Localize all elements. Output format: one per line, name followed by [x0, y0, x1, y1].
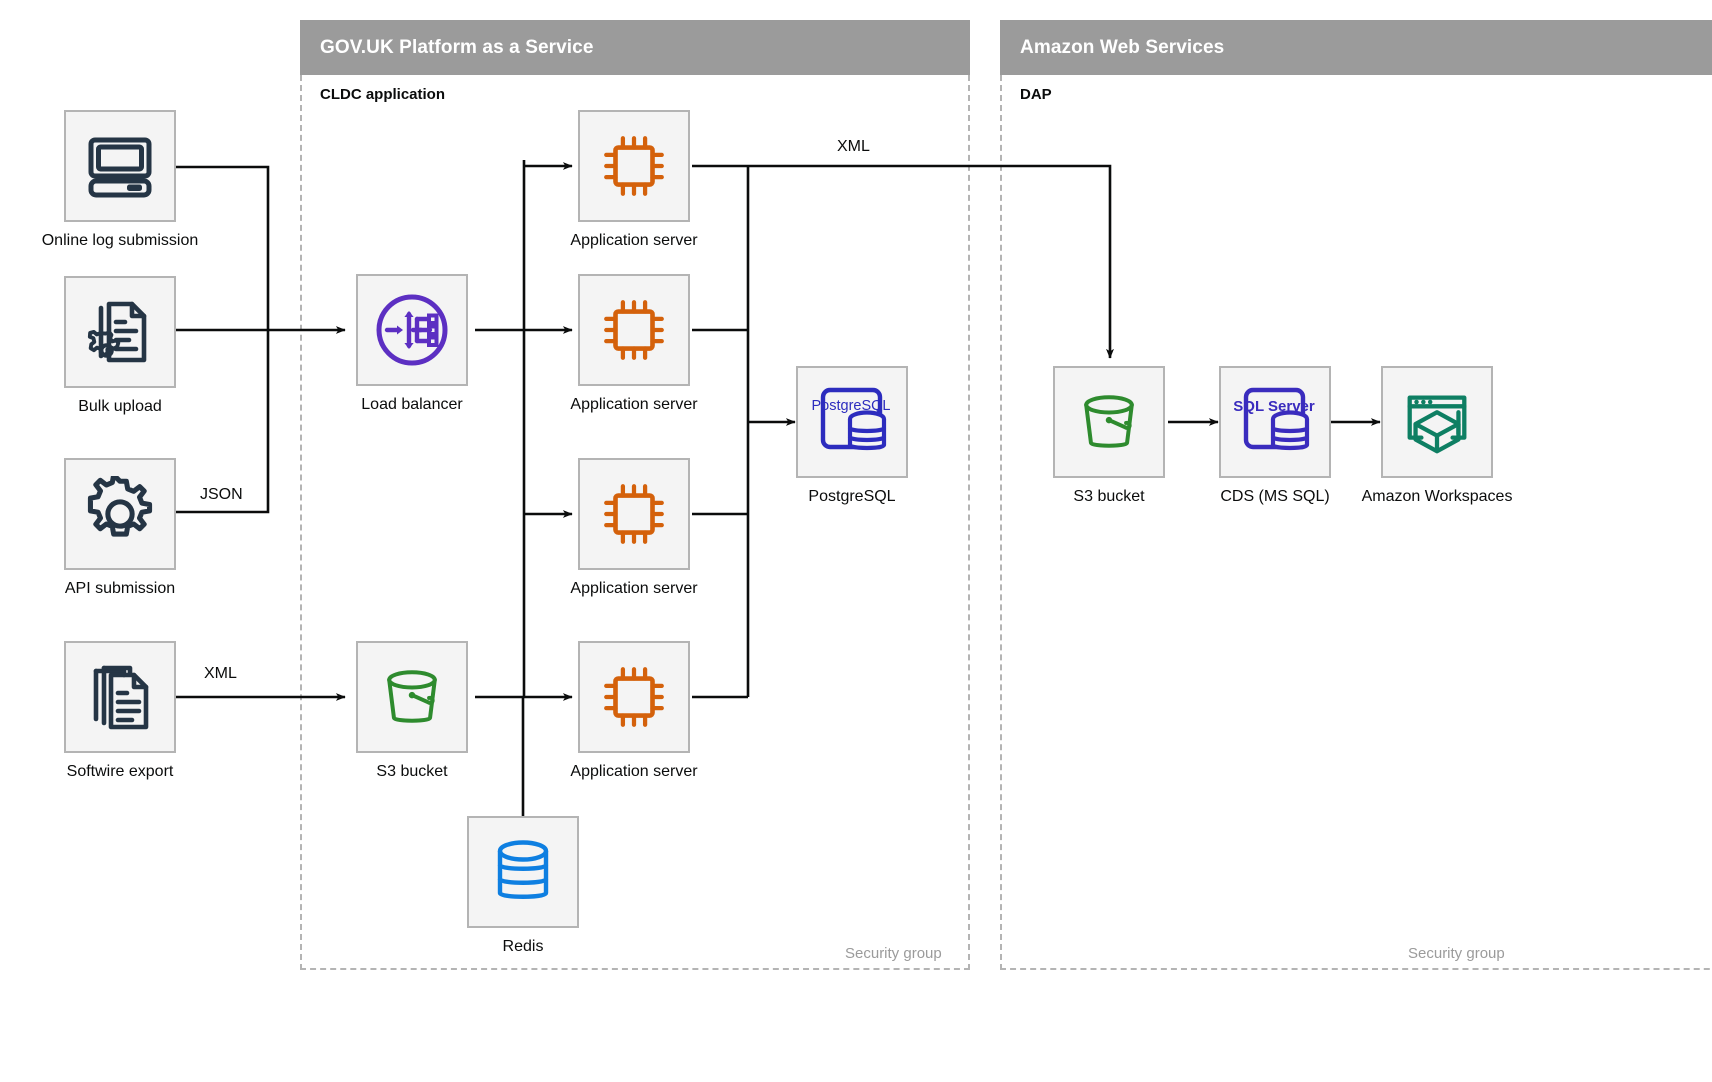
- node-amazon-workspaces[interactable]: Amazon Workspaces: [1362, 366, 1512, 505]
- node-label-amazon-workspaces: Amazon Workspaces: [1361, 488, 1513, 505]
- node-redis[interactable]: Redis: [467, 816, 579, 955]
- node-softwire-export[interactable]: Softwire export: [64, 641, 176, 780]
- redis-database-icon: [497, 840, 549, 899]
- postgresql-icon: PostgreSQL: [812, 387, 891, 451]
- workspaces-cube-icon: [1407, 395, 1467, 454]
- node-label-softwire-export: Softwire export: [66, 763, 174, 780]
- node-label-online-log-submission: Online log submission: [41, 232, 199, 249]
- node-app-server-1[interactable]: Application server: [570, 110, 698, 249]
- node-load-balancer[interactable]: Load balancer: [356, 274, 468, 413]
- document-stack-icon: [93, 665, 149, 730]
- s3-bucket-icon: [1084, 395, 1134, 448]
- group-header-paas: GOV.UK Platform as a Service: [300, 20, 970, 75]
- document-gear-icon: [87, 301, 147, 363]
- node-label-app-server-3: Application server: [570, 580, 698, 597]
- node-label-cds-ms-sql: CDS (MS SQL): [1220, 488, 1330, 505]
- group-title-paas: GOV.UK Platform as a Service: [320, 36, 594, 58]
- node-label-bulk-upload: Bulk upload: [78, 398, 162, 415]
- cpu-chip-icon: [604, 136, 664, 196]
- node-app-server-4[interactable]: Application server: [570, 641, 698, 780]
- edge-label-xml-dap: XML: [833, 138, 874, 156]
- node-api-submission[interactable]: API submission: [64, 458, 176, 597]
- node-label-app-server-2: Application server: [570, 396, 698, 413]
- node-label-app-server-4: Application server: [570, 763, 698, 780]
- node-app-server-2[interactable]: Application server: [570, 274, 698, 413]
- node-bulk-upload[interactable]: Bulk upload: [64, 276, 176, 415]
- security-group-label-aws: Security group: [1408, 945, 1505, 962]
- cpu-chip-icon: [604, 667, 664, 727]
- postgresql-badge-text: PostgreSQL: [812, 398, 891, 414]
- desktop-computer-icon: [88, 137, 152, 198]
- security-group-label-paas: Security group: [845, 945, 942, 962]
- node-cds-ms-sql[interactable]: SQL Server CDS (MS SQL): [1219, 366, 1331, 505]
- gear-icon: [87, 476, 153, 537]
- node-label-postgresql: PostgreSQL: [808, 488, 896, 505]
- group-header-aws: Amazon Web Services: [1000, 20, 1712, 75]
- node-online-log-submission[interactable]: Online log submission: [42, 110, 198, 249]
- group-body-paas: [300, 75, 970, 970]
- edge-label-xml-softwire: XML: [200, 665, 241, 683]
- node-postgresql[interactable]: PostgreSQL PostgreSQL: [796, 366, 908, 505]
- load-balancer-icon: [376, 294, 448, 366]
- node-s3-bucket-paas[interactable]: S3 bucket: [356, 641, 468, 780]
- sql-server-icon: SQL Server: [1234, 387, 1315, 451]
- edge-label-json: JSON: [196, 486, 247, 504]
- s3-bucket-icon: [387, 670, 437, 723]
- node-s3-bucket-aws[interactable]: S3 bucket: [1053, 366, 1165, 505]
- node-label-s3-bucket-aws: S3 bucket: [1073, 488, 1145, 505]
- node-label-redis: Redis: [502, 938, 544, 955]
- cpu-chip-icon: [604, 484, 664, 544]
- group-title-aws: Amazon Web Services: [1020, 36, 1225, 58]
- cpu-chip-icon: [604, 300, 664, 360]
- group-subtitle-cldc-application: CLDC application: [320, 86, 446, 103]
- group-body-aws: [1000, 75, 1712, 970]
- node-label-api-submission: API submission: [64, 580, 176, 597]
- group-subtitle-dap: DAP: [1020, 86, 1052, 103]
- node-label-s3-bucket-paas: S3 bucket: [376, 763, 448, 780]
- node-app-server-3[interactable]: Application server: [570, 458, 698, 597]
- node-label-app-server-1: Application server: [570, 232, 698, 249]
- node-label-load-balancer: Load balancer: [361, 396, 463, 413]
